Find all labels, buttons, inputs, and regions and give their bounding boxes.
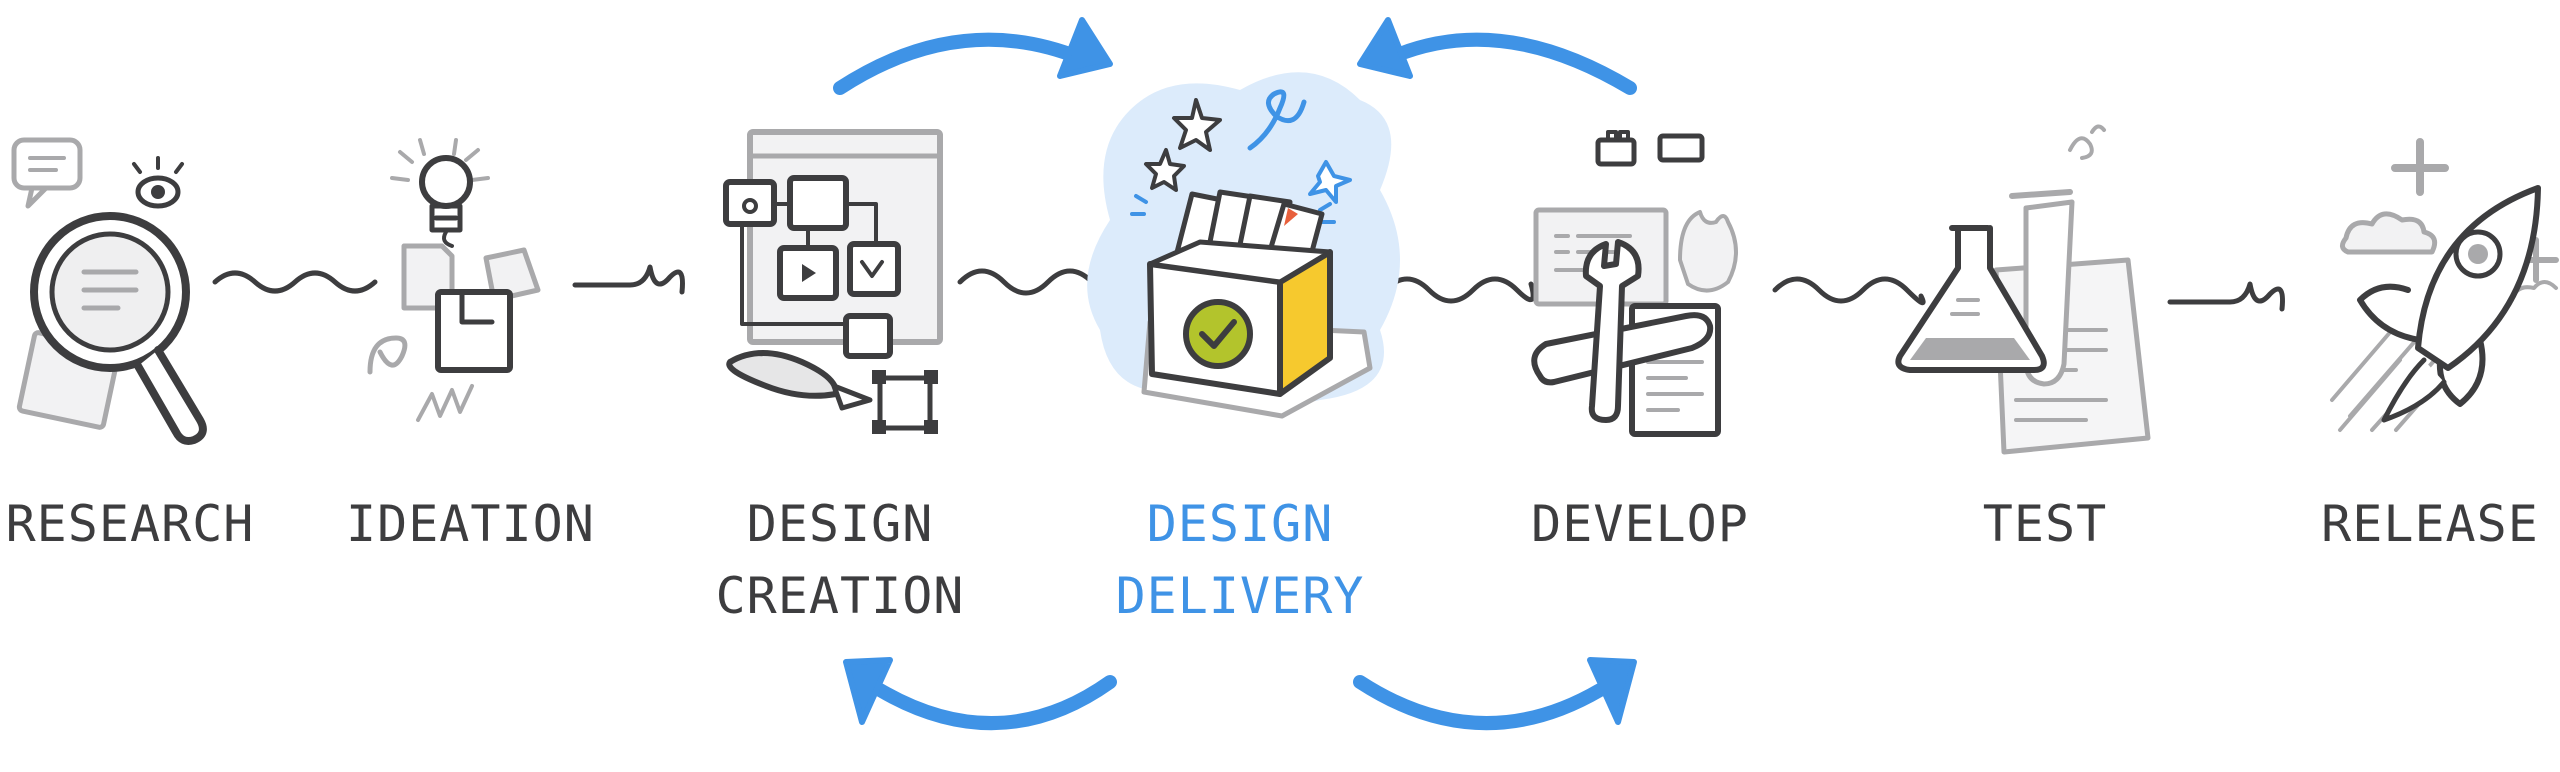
magnifier-icon [11, 137, 207, 445]
stage-label-line: TEST [1982, 495, 2108, 553]
flask-icon [1895, 124, 2151, 455]
arrow-bottom-left-icon [873, 675, 1117, 731]
stage-label-line: DELIVERY [1115, 567, 1365, 625]
connector-2 [572, 264, 685, 295]
file-box-icon [1087, 72, 1400, 419]
stage-label-line: DEVELOP [1531, 495, 1749, 553]
stage-label-develop: DEVELOP [1510, 488, 1770, 560]
rocket-icon [2330, 138, 2559, 432]
stage-label-research: RESEARCH [0, 488, 260, 560]
connector-1 [212, 270, 378, 294]
stage-label-line: DESIGN [746, 495, 934, 553]
stage-label-design-delivery: DESIGN DELIVERY [1110, 488, 1370, 632]
stage-label-line: CREATION [715, 567, 965, 625]
arrow-bottom-right-icon [1353, 675, 1607, 731]
stage-label-test: TEST [1930, 488, 2160, 560]
stage-label-line: IDEATION [346, 495, 595, 553]
connector-6 [2167, 281, 2285, 312]
wireframe-icon [723, 129, 943, 434]
cycle-arrows [833, 17, 1637, 731]
connector-5 [1772, 276, 1926, 306]
arrow-top-right-icon [1383, 32, 1637, 95]
lightbulb-icon [367, 138, 541, 422]
stage-label-release: RELEASE [2300, 488, 2560, 560]
stage-label-line: RESEARCH [5, 495, 255, 553]
stage-label-line: DESIGN [1146, 495, 1334, 553]
stage-label-ideation: IDEATION [346, 488, 595, 560]
wrench-icon [1531, 130, 1738, 437]
arrow-top-left-icon [833, 32, 1087, 95]
stage-label-design-creation: DESIGN CREATION [710, 488, 970, 632]
connector-4 [1382, 276, 1536, 304]
stage-label-line: RELEASE [2321, 495, 2539, 553]
connector-3 [957, 268, 1110, 298]
